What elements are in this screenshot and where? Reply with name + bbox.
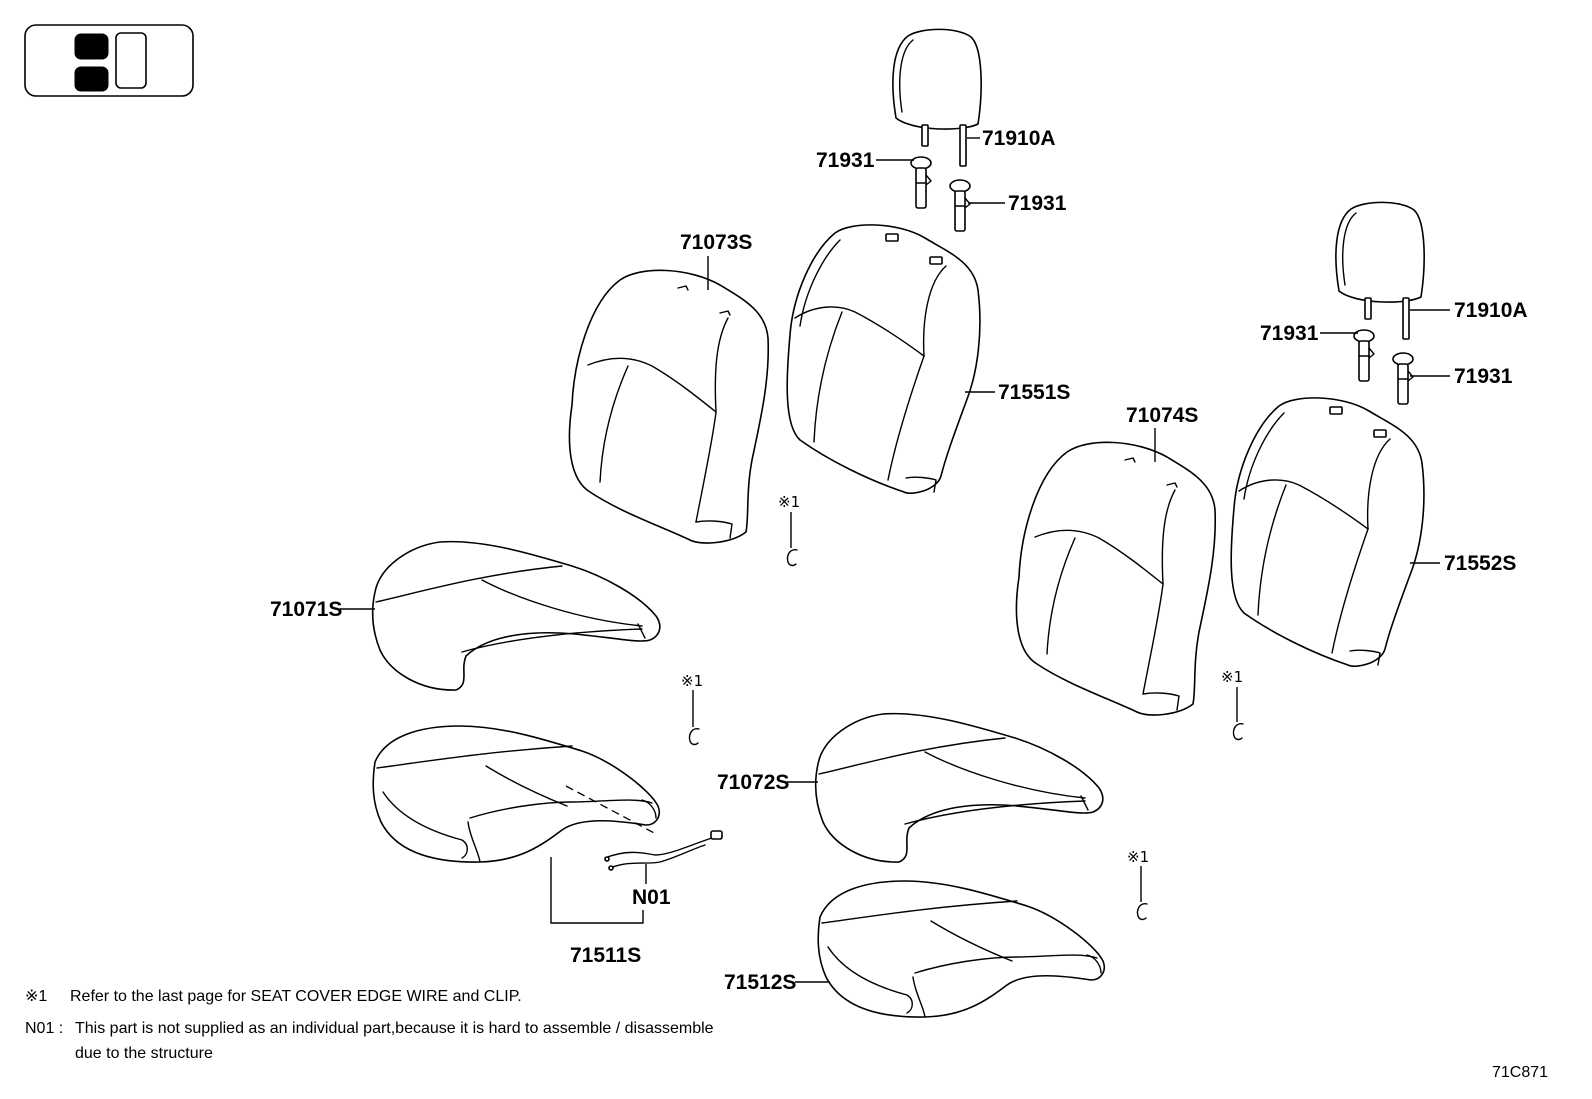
cushion-pad-left (371, 540, 661, 691)
part-label-headrest-right: 71910A (1454, 299, 1528, 322)
part-label-cushion-pad-right: 71072S (717, 771, 789, 794)
wire-harness (565, 785, 723, 871)
cushion-cover-right (817, 880, 1106, 1018)
clip-icon (1136, 903, 1148, 921)
part-label-support-left-2: 71931 (1008, 192, 1067, 215)
part-label-support-right-1: 71931 (1260, 322, 1319, 345)
cushion-cover-left (372, 725, 661, 863)
seatback-pad-right (1015, 441, 1217, 716)
headrest-support-left-1 (910, 156, 932, 209)
clip-icon (1232, 723, 1244, 741)
note-mark: ※1 (25, 988, 47, 1005)
note-text: Refer to the last page for SEAT COVER ED… (70, 988, 522, 1005)
headrest-left (892, 28, 982, 167)
clip-icon (786, 549, 798, 567)
seatback-cover-right (1230, 397, 1425, 668)
headrest-support-right-1 (1353, 329, 1375, 382)
ref-mark: ※1 (1127, 848, 1149, 866)
leader-lines (340, 137, 1450, 983)
part-label-support-left-1: 71931 (816, 149, 875, 172)
seat-position-icon (24, 24, 194, 97)
headrest-right (1335, 201, 1425, 340)
part-label-wire: N01 (632, 886, 671, 909)
note-mark: N01 : (25, 1020, 63, 1037)
headrest-support-right-2 (1392, 352, 1414, 405)
part-label-back-pad-left: 71073S (680, 231, 752, 254)
note-text: This part is not supplied as an individu… (75, 1020, 714, 1037)
part-label-cushion-pad-left: 71071S (270, 598, 342, 621)
ref-mark: ※1 (1221, 668, 1243, 686)
headrest-support-left-2 (949, 179, 971, 232)
ref-mark: ※1 (778, 493, 800, 511)
part-label-cushion-cover-left: 71511S (570, 944, 641, 967)
part-label-back-pad-right: 71074S (1126, 404, 1198, 427)
clip-icon (688, 728, 700, 746)
seatback-pad-left (568, 269, 770, 544)
part-label-back-cover-right: 71552S (1444, 552, 1516, 575)
part-label-support-right-2: 71931 (1454, 365, 1513, 388)
footnotes: ※1 Refer to the last page for SEAT COVER… (25, 988, 714, 1062)
seatback-cover-left (786, 224, 981, 495)
cushion-pad-right (814, 712, 1104, 863)
note-text-continued: due to the structure (75, 1045, 213, 1062)
part-label-cushion-cover-right: 71512S (724, 971, 796, 994)
part-label-headrest-left: 71910A (982, 127, 1056, 150)
part-label-back-cover-left: 71551S (998, 381, 1070, 404)
ref-mark: ※1 (681, 672, 703, 690)
figure-code: 71C871 (1492, 1064, 1548, 1081)
